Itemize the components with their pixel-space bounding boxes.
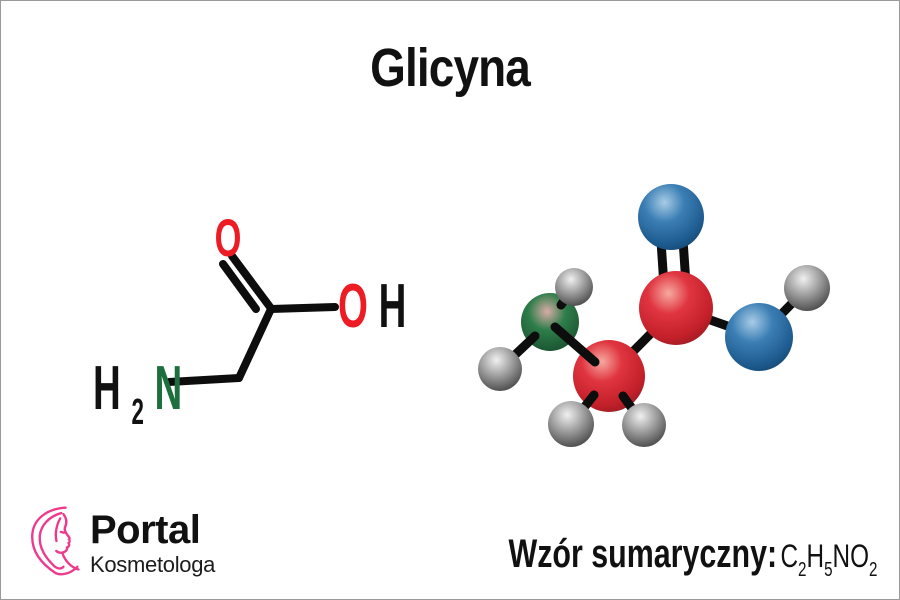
hydroxyl-group-label: O H <box>338 271 406 341</box>
woman-profile-icon <box>31 506 80 576</box>
atom-hydroxyl-oxygen <box>725 303 793 371</box>
skeletal-bond <box>267 303 339 313</box>
hydroxyl-h-label: H <box>379 271 407 341</box>
carbonyl-oxygen-label: O <box>215 210 242 268</box>
atom-hydroxyl-hydrogen <box>784 265 830 311</box>
formula-no-subscript: 2 <box>868 559 877 581</box>
amine-n-label: N <box>155 353 183 423</box>
atom-alpha-hydrogen-1 <box>548 401 594 447</box>
skeletal-bond <box>219 260 260 313</box>
brand-subtitle: Kosmetologa <box>90 552 216 577</box>
atom-carbonyl-oxygen <box>638 184 704 250</box>
summary-formula-label: Wzór sumaryczny: <box>508 532 777 576</box>
title-bar: Glicyna <box>1 37 899 99</box>
atom-carboxyl-carbon <box>639 271 713 345</box>
skeletal-bond <box>228 252 274 311</box>
page-title: Glicyna <box>370 38 531 98</box>
brand-name: Portal <box>90 508 201 552</box>
amine-h-label: H <box>93 353 121 423</box>
model-hydrogen-atoms <box>478 265 830 447</box>
atom-amine-hydrogen-1 <box>555 268 593 306</box>
skeletal-formula-bonds <box>165 252 339 386</box>
skeletal-bond <box>235 305 275 382</box>
formula-c-subscript: 2 <box>797 559 807 581</box>
atom-alpha-hydrogen-2 <box>622 403 666 447</box>
summary-formula: Wzór sumaryczny: C2H5NO2 <box>508 532 877 581</box>
formula-h-subscript: 5 <box>823 559 833 581</box>
formula-c: C <box>780 538 798 574</box>
formula-no: NO <box>832 538 869 574</box>
brand-text: Portal Kosmetologa <box>90 510 215 576</box>
formula-h: H <box>806 538 824 574</box>
hydroxyl-o-label: O <box>338 271 368 341</box>
brand-logo: Portal Kosmetologa <box>28 504 215 578</box>
amine-h-subscript: 2 <box>131 393 143 433</box>
atom-amine-hydrogen-2 <box>478 347 522 391</box>
skeletal-bond <box>165 374 243 386</box>
amine-group-label: H 2 N <box>93 353 182 438</box>
model-stick <box>550 322 600 367</box>
